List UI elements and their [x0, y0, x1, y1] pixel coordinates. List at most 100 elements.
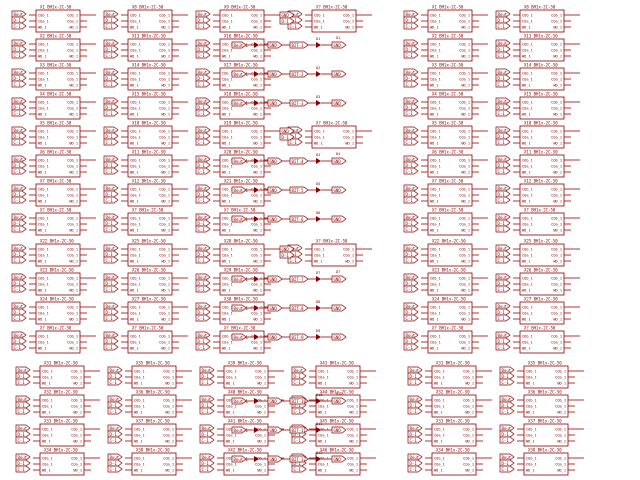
net-port: C-1: [195, 256, 211, 264]
pin-label-left: WD_1: [222, 171, 231, 175]
pin-label-right: COb_1: [551, 217, 562, 221]
port-label: GND: [282, 13, 290, 18]
port-outline: [11, 302, 27, 310]
pin-label-right: WD_1: [161, 142, 170, 146]
port-label: Bout-1: [234, 217, 249, 222]
relay-part[interactable]: X20 BH1x-2C-50COb_1COb_1COa_1COa_1WD_1WD…: [213, 150, 271, 178]
port-outline: [195, 302, 211, 310]
net-port: Bout-1: [231, 333, 249, 341]
port-label: C-1: [498, 53, 506, 58]
net-port: Bout-1: [231, 455, 249, 463]
net-port: Bout: [103, 213, 119, 221]
port-outline: [107, 459, 123, 467]
relay-part[interactable]: X18 BH1x-2C-50COb_1COb_1COa_1COa_1WD_1WD…: [213, 92, 271, 120]
port-label: Bout: [14, 41, 24, 46]
pin-label-right: COa_1: [459, 78, 470, 82]
pin-label-left: COb_1: [522, 14, 533, 18]
part-reference: X15 BH1x-2C-50: [132, 92, 166, 97]
port-label: GND: [270, 277, 278, 282]
pin-label-left: COb_1: [130, 159, 141, 163]
